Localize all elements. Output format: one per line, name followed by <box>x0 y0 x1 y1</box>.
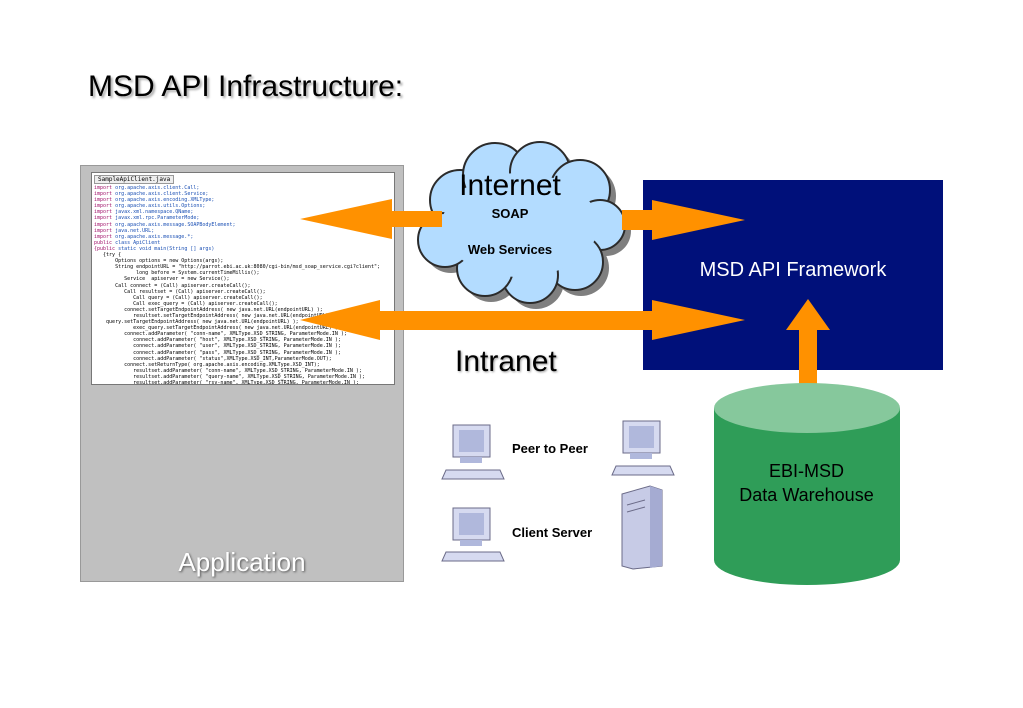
code-line: import org.apache.axis.client.Call; <box>94 185 200 191</box>
code-line: query.setTargetEndpointAddress( new java… <box>94 319 299 326</box>
code-line: import org.apache.axis.message.*; <box>94 233 194 240</box>
code-line: resultset.addParameter( "rsv-name", XMLT… <box>94 380 359 385</box>
intranet-label: Intranet <box>455 345 557 378</box>
code-line: resultset.addParameter( "query-name", XM… <box>94 373 365 380</box>
code-file-tab: SampleApiClient.java <box>94 175 175 184</box>
code-line: import org.apache.axis.utils.Options; <box>94 203 206 210</box>
peer-computer-right-icon <box>611 420 675 476</box>
application-label: Application <box>178 547 306 577</box>
soap-label: SOAP <box>491 206 529 221</box>
database-label-line1: EBI-MSD <box>768 461 844 481</box>
code-line: String endpointURL = "http://parrot.ebi.… <box>94 264 380 271</box>
framework-label: MSD API Framework <box>699 259 887 281</box>
web-services-label: Web Services <box>467 242 553 257</box>
client-server-label: Client Server <box>512 525 593 540</box>
internet-cloud <box>417 141 631 309</box>
code-line: import javax.xml.rpc.ParameterMode; <box>94 215 200 222</box>
code-editor-window: SampleApiClient.java import org.apache.a… <box>91 172 395 385</box>
code-line: Options options = new Options(args); <box>94 258 224 265</box>
internet-arrow-right <box>622 200 745 240</box>
database-cylinder <box>714 383 900 585</box>
code-line: {public static void main(String [] args) <box>94 245 215 252</box>
code-line: connect.setTargetEndpointAddress( new ja… <box>94 306 323 313</box>
code-line: Call exec_query = (Call) apiserver.creat… <box>94 300 278 307</box>
intranet-arrow <box>300 300 745 340</box>
page-title: MSD API Infrastructure: <box>88 70 404 103</box>
code-line: Call connect = (Call) apiserver.createCa… <box>94 282 251 289</box>
code-line: connect.addParameter( "user", XMLType.XS… <box>94 343 341 350</box>
code-line: {try { <box>94 252 122 259</box>
code-line: import org.apache.axis.message.SOAPBodyE… <box>94 221 236 228</box>
code-line: connect.setReturnType( org.apache.axis.e… <box>94 361 320 368</box>
client-computer-icon <box>441 507 505 562</box>
code-line: import java.net.URL; <box>94 227 155 234</box>
peer-computer-left-icon <box>441 424 505 480</box>
code-line: Service apiserver = new Service(); <box>94 276 230 283</box>
code-line: long before = System.currentTimeMillis()… <box>94 270 260 277</box>
code-line: public class ApiClient <box>94 239 161 246</box>
code-line: connect.addParameter( "pass", XMLType.XS… <box>94 349 341 356</box>
internet-arrow-left <box>300 199 442 239</box>
code-listing: import org.apache.axis.client.Call;impor… <box>94 185 392 385</box>
code-line: import org.apache.axis.encoding.XMLType; <box>94 197 215 204</box>
server-tower-icon <box>621 485 663 570</box>
code-line: connect.addParameter( "status",XMLType.X… <box>94 355 332 362</box>
code-line: Call resultset = (Call) apiserver.create… <box>94 288 266 295</box>
peer-to-peer-label: Peer to Peer <box>512 441 588 456</box>
code-line: Call query = (Call) apiserver.createCall… <box>94 294 263 301</box>
code-line: connect.addParameter( "host", XMLType.XS… <box>94 337 341 344</box>
internet-label: Internet <box>459 169 561 202</box>
code-line: import org.apache.axis.client.Service; <box>94 191 209 198</box>
database-label-line2: Data Warehouse <box>739 485 874 505</box>
code-line: import javax.xml.namespace.QName; <box>94 209 194 216</box>
code-line: resultset.addParameter( "conn-name", XML… <box>94 367 362 374</box>
code-line: connect.addParameter( "conn-name", XMLTy… <box>94 331 347 338</box>
